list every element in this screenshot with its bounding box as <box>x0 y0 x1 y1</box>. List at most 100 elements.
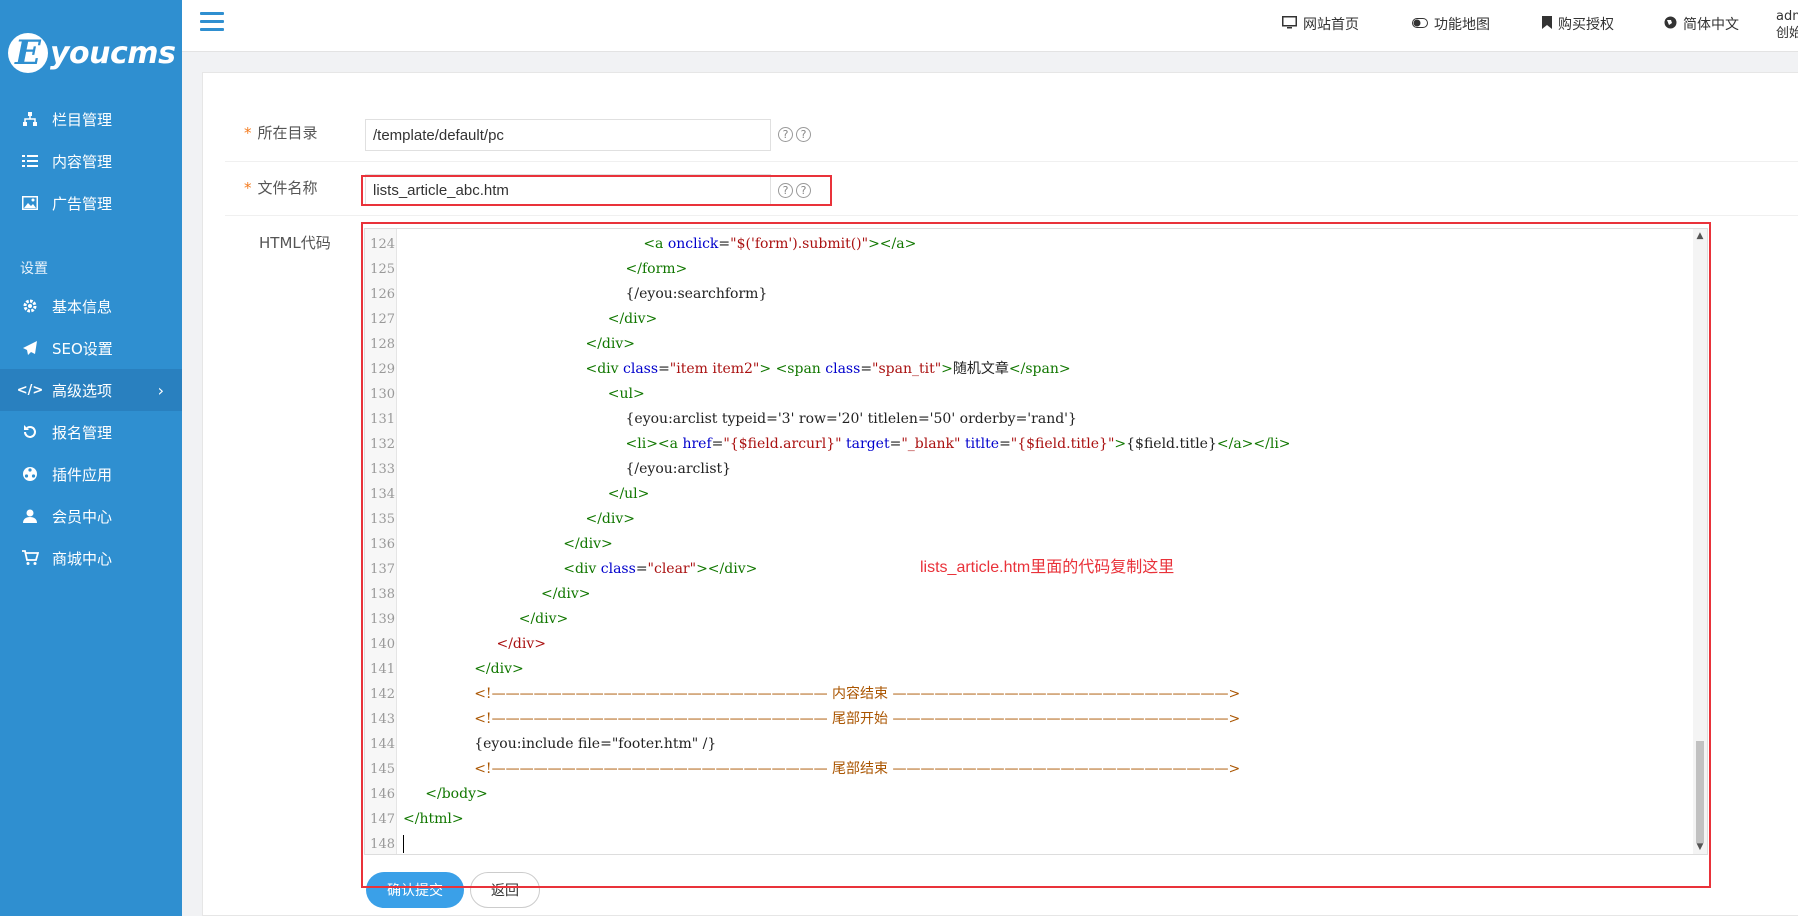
directory-label-text: 所在目录 <box>257 124 318 142</box>
text-cursor <box>403 835 404 853</box>
line-number: 137 <box>370 562 395 577</box>
code-line: 145 <!———————————————————————— 尾部结束 ————… <box>365 757 1693 782</box>
bookmark-icon <box>1542 15 1552 33</box>
logo-text: youcms <box>50 35 176 71</box>
gear-icon <box>20 296 40 316</box>
code-comment-dashes: ———————————————————————— <box>491 711 828 727</box>
sidebar-item-shop[interactable]: 商城中心 <box>0 537 182 579</box>
code-string: "{$field.title}" <box>1010 436 1115 452</box>
code-text: {eyou:include file="footer.htm" /} <box>474 736 717 752</box>
scroll-up-icon[interactable]: ▲ <box>1696 231 1704 241</box>
help-icon[interactable]: ? <box>796 127 811 142</box>
code-string: "_blank" <box>901 436 961 452</box>
line-number: 139 <box>370 612 395 627</box>
sitemap-icon <box>20 109 40 129</box>
directory-input[interactable]: /template/default/pc <box>365 119 771 151</box>
nav-link-label: 功能地图 <box>1434 17 1490 33</box>
scroll-down-icon[interactable]: ▼ <box>1696 842 1704 852</box>
code-text: {/eyou:searchform} <box>625 286 768 302</box>
sidebar-item-seo[interactable]: SEO设置 <box>0 327 182 369</box>
monitor-icon <box>1282 15 1297 33</box>
required-mark: * <box>244 124 252 142</box>
sidebar-item-label: 内容管理 <box>52 152 113 171</box>
line-number: 131 <box>370 412 395 427</box>
code-line: 128 </div> <box>365 332 1693 357</box>
globe-icon <box>1664 16 1677 33</box>
image-icon <box>20 193 40 213</box>
sidebar-item-columns[interactable]: 栏目管理 <box>0 98 182 140</box>
form-row-filename <box>225 162 1798 216</box>
line-number: 125 <box>370 262 395 277</box>
highlight-box-code <box>361 222 1711 888</box>
line-number: 143 <box>370 712 395 727</box>
help-icon[interactable]: ? <box>778 183 793 198</box>
help-icon[interactable]: ? <box>778 127 793 142</box>
sidebar-item-content[interactable]: 内容管理 <box>0 140 182 182</box>
nav-link-feature-map[interactable]: 功能地图 <box>1412 14 1490 34</box>
code-line: 147</html> <box>365 807 1693 832</box>
sidebar-item-member[interactable]: 会员中心 <box>0 495 182 537</box>
code-comment-text: 内容结束 <box>832 686 889 702</box>
code-text: {eyou:arclist typeid='3' row='20' titlel… <box>625 411 1077 427</box>
directory-label: * 所在目录 <box>244 122 318 143</box>
line-number: 141 <box>370 662 395 677</box>
top-bar: 网站首页 功能地图 购买授权 简体中文 adm 创始 <box>182 0 1798 52</box>
hamburger-menu-icon[interactable] <box>200 12 224 36</box>
sidebar-item-label: 高级选项 <box>52 381 113 400</box>
line-number: 133 <box>370 462 395 477</box>
code-text: 随机文章 <box>952 361 1009 377</box>
sidebar-item-label: 插件应用 <box>52 465 113 484</box>
line-number: 127 <box>370 312 395 327</box>
code-line: 135 </div> <box>365 507 1693 532</box>
code-string: "clear" <box>647 561 697 577</box>
code-comment-dashes: ———————————————————————— <box>491 686 828 702</box>
code-line: 140 </div> <box>365 632 1693 657</box>
code-comment-text: 尾部结束 <box>832 761 889 777</box>
code-comment-dashes: ———————————————————————— <box>892 686 1229 702</box>
code-line: 133 {/eyou:arclist} <box>365 457 1693 482</box>
line-number: 136 <box>370 537 395 552</box>
line-number: 147 <box>370 812 395 827</box>
puzzle-icon <box>20 464 40 484</box>
help-icon[interactable]: ? <box>796 183 811 198</box>
logo[interactable]: E youcms <box>8 28 178 78</box>
language-selector[interactable]: 简体中文 <box>1664 14 1739 34</box>
line-number: 124 <box>370 237 395 252</box>
line-number: 135 <box>370 512 395 527</box>
nav-link-buy-license[interactable]: 购买授权 <box>1542 14 1614 34</box>
sidebar: E youcms 栏目管理 内容管理 广告管理 设置 基本信息 SEO设置 </… <box>0 0 182 916</box>
code-line: 141 </div> <box>365 657 1693 682</box>
code-icon: </> <box>16 382 44 398</box>
chevron-right-icon: › <box>157 380 164 400</box>
code-string: "item item2" <box>669 361 760 377</box>
filename-input[interactable]: lists_article_abc.htm <box>365 174 771 206</box>
paper-plane-icon <box>20 338 40 358</box>
nav-link-home[interactable]: 网站首页 <box>1282 14 1359 34</box>
sidebar-item-plugins[interactable]: 插件应用 <box>0 453 182 495</box>
code-line: 146 </body> <box>365 782 1693 807</box>
line-number: 129 <box>370 362 395 377</box>
code-string: "$('form').submit()" <box>730 236 869 252</box>
annotation-note: lists_article.htm里面的代码复制这里 <box>920 559 1175 576</box>
line-number: 145 <box>370 762 395 777</box>
highlight-box-filename <box>361 175 832 206</box>
sidebar-item-label: 报名管理 <box>52 423 113 442</box>
line-number: 146 <box>370 787 395 802</box>
editor-scrollbar[interactable]: ▲ ▼ <box>1693 229 1707 854</box>
filename-label: *文件名称 <box>244 177 318 198</box>
line-number: 132 <box>370 437 395 452</box>
code-line: 137 <div class="clear"></div> <box>365 557 1693 582</box>
sidebar-item-basic-info[interactable]: 基本信息 <box>0 285 182 327</box>
code-line: 125 </form> <box>365 257 1693 282</box>
user-icon <box>20 506 40 526</box>
sidebar-item-label: 基本信息 <box>52 297 113 316</box>
code-lines: 124 <a onclick="$('form').submit()"></a>… <box>365 232 1693 854</box>
sidebar-item-advanced[interactable]: </> 高级选项 › <box>0 369 182 411</box>
code-line: 143 <!———————————————————————— 尾部开始 ————… <box>365 707 1693 732</box>
sidebar-item-ads[interactable]: 广告管理 <box>0 182 182 224</box>
sidebar-item-signup[interactable]: 报名管理 <box>0 411 182 453</box>
user-menu[interactable]: adm 创始 <box>1776 8 1798 42</box>
scrollbar-thumb[interactable] <box>1696 741 1704 843</box>
line-number: 148 <box>370 837 395 852</box>
code-editor[interactable]: 124 <a onclick="$('form').submit()"></a>… <box>364 228 1708 855</box>
